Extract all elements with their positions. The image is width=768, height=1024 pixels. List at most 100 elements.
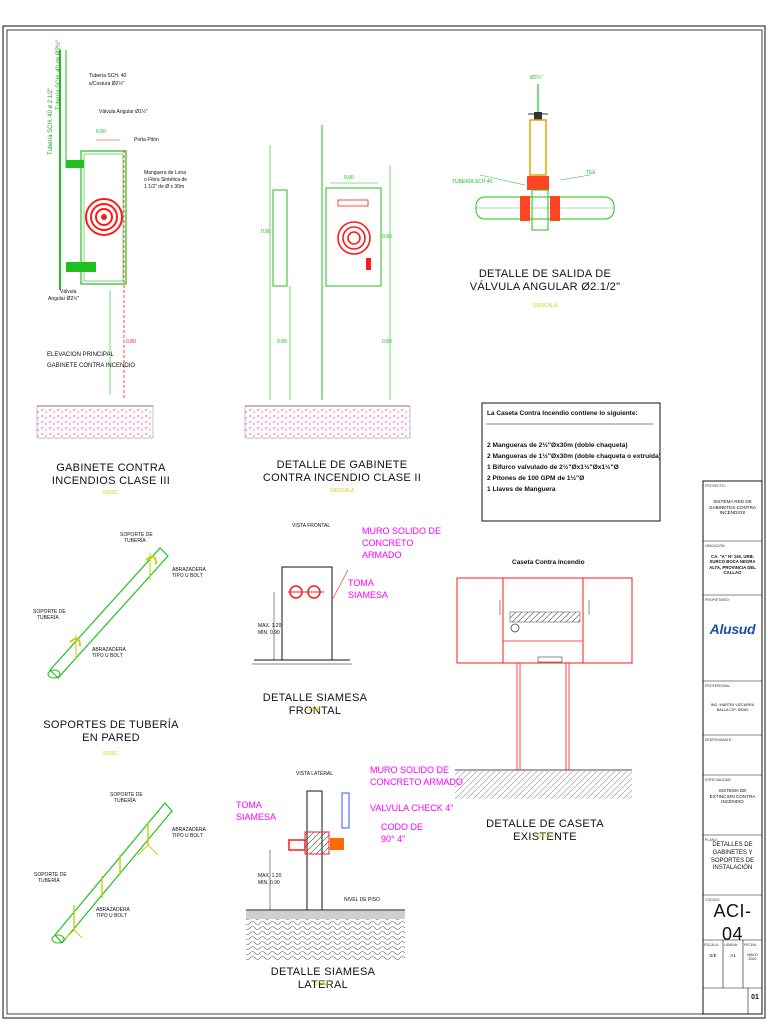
- tb-profesional-caption: PROFESIONAL:: [705, 684, 731, 688]
- scale-caseta: S/ESC.: [536, 833, 554, 839]
- title-siamesa-frontal: DETALLE SIAMESA FRONTAL: [262, 692, 368, 718]
- gabinete-ii-dim-c: 0.80: [344, 175, 354, 181]
- title-salida-line-2: VÁLVULA ANGULAR Ø2.1/2": [469, 281, 621, 294]
- scale-salida: S/ESCALA: [532, 303, 558, 309]
- elevacion-caption-1: ELEVACION PRINCIPAL: [47, 352, 114, 358]
- frontal-toma-label: TOMA SIAMESA: [348, 577, 388, 601]
- tb-propietario-caption: PROPIETARIO:: [705, 598, 730, 602]
- manguera-label-1: Manguera de Lona: [144, 170, 186, 176]
- dim-right-label: 0.80: [126, 339, 136, 345]
- caseta-notes-list: 2 Mangueras de 2½"Øx30m (doble chaqueta)…: [487, 440, 661, 495]
- lateral-codo-label: CODO DE 90° 4": [381, 821, 423, 845]
- gabinete-ii-dim-d: 0.80: [382, 234, 392, 240]
- frontal-toma-line-1: TOMA: [348, 578, 374, 588]
- soporte-2-label-b: TUBERÍA: [37, 615, 59, 621]
- caseta-notes-box: [481, 402, 661, 522]
- scale-gabinete-iii: S/ESC.: [102, 490, 120, 496]
- lateral-check-label: VALVULA CHECK 4": [370, 803, 454, 813]
- lateral-codo-line-2: 90° 4": [381, 834, 406, 845]
- frontal-muro-line-3: ARMADO: [362, 550, 402, 561]
- lateral-dim-min: MIN. 0.90: [258, 880, 280, 886]
- title-salida-line-1: DETALLE DE SALIDA DE: [478, 268, 612, 280]
- frontal-muro-label: MURO SOLIDO DE CONCRETO ARMADO: [362, 525, 441, 561]
- abrazadera-4-label-b: TIPO U BOLT: [96, 913, 127, 919]
- lateral-muro-label: MURO SOLIDO DE CONCRETO ARMADO: [370, 764, 463, 788]
- title-siamesa-lateral: DETALLE SIAMESA LATERAL: [270, 966, 376, 992]
- lateral-toma-label: TOMA SIAMESA: [236, 799, 276, 823]
- lateral-muro-line-1: MURO SOLIDO DE: [370, 765, 450, 775]
- title-soportes-line-1: SOPORTES DE TUBERÍA: [43, 719, 179, 731]
- tb-fecha-caption: FECHA:: [744, 943, 757, 947]
- elevacion-principal-drawing: [59, 50, 127, 400]
- lateral-dim-max: MAX. 1.20: [258, 873, 282, 879]
- abrazadera-1-label-b: TIPO U BOLT: [172, 573, 203, 579]
- elevacion-caption-2: GABINETE CONTRA INCENDIO: [47, 363, 136, 369]
- lateral-toma-line-1: TOMA: [236, 800, 262, 810]
- gabinete-ii-dim-e: 0.80: [382, 339, 392, 345]
- tuberia-vertical-label-b: Tubería SCH. 40 de Ø2½": [56, 40, 62, 110]
- tb-especialidad-caption: ESPECIALIDAD:: [705, 778, 732, 782]
- caseta-notes-header: La Caseta Contra Incendio contiene lo si…: [487, 410, 638, 417]
- frontal-dim-max: MAX. 1.20: [258, 623, 282, 629]
- soporte-3-label-a: SOPORTE DE: [110, 792, 143, 798]
- tuberia-vertical-label-a: Tubería SCH. 40 ø 2 1/2": [48, 87, 54, 155]
- manguera-label-3: 1 1/2" de Ø x 30m: [144, 184, 185, 190]
- tb-ubicacion-caption: UBICACIÓN:: [705, 544, 726, 548]
- tuberia-label-2: s/Costura Ø2½": [89, 81, 125, 87]
- soporte-3-label-b: TUBERÍA: [114, 798, 136, 804]
- title-soportes-line-2: EN PARED: [82, 732, 140, 745]
- title-gabinete-clase-ii: DETALLE DE GABINETE CONTRA INCENDIO CLAS…: [262, 459, 422, 485]
- soportes-pipe-1-drawing: [47, 547, 169, 679]
- soporte-4-label-a: SOPORTE DE: [34, 872, 67, 878]
- valvula-bottom-label-2: Angular Ø2½": [48, 296, 80, 302]
- dim-top-label: 0.80: [96, 129, 106, 135]
- tb-plano-caption: PLANO:: [705, 838, 718, 842]
- title-gabinete-ii-line-2: CONTRA INCENDIO CLASE II: [262, 472, 422, 485]
- abrazadera-3-label-b: TIPO U BOLT: [172, 833, 203, 839]
- tb-especialidad: SISTEMA DE EXTINCION CONTRA INCENDIO: [709, 788, 756, 805]
- title-gabinete-iii-line-2: INCENDIOS CLASE III: [51, 475, 171, 488]
- soporte-1-label-b: TUBERÍA: [124, 538, 146, 544]
- soporte-1-label-a: SOPORTE DE: [120, 532, 153, 538]
- abrazadera-2-label-b: TIPO U BOLT: [92, 653, 123, 659]
- manguera-label-2: o Fibra Sintética de: [144, 177, 188, 183]
- tb-hoja: 01: [751, 994, 759, 1001]
- tb-escala-caption: ESCALA:: [704, 943, 719, 947]
- title-salida-valvula: DETALLE DE SALIDA DE VÁLVULA ANGULAR Ø2.…: [460, 268, 630, 294]
- ground-slab-mid: [244, 405, 411, 439]
- abrazadera-3-label-a: ABRAZADERA: [172, 827, 206, 833]
- lateral-codo-line-1: CODO DE: [381, 822, 424, 832]
- tb-codigo: ACI-04: [713, 901, 752, 944]
- ground-slab-left: [36, 405, 154, 439]
- caseta-note-item: 2 Mangueras de 2½"Øx30m (doble chaqueta): [487, 442, 628, 449]
- soportes-pipe-2-drawing: [51, 802, 173, 944]
- tb-lamina-caption: LÁMINA:: [724, 943, 739, 947]
- abrazadera-4-label-a: ABRAZADERA: [96, 907, 130, 913]
- vista-frontal-label: VISTA FRONTAL: [292, 523, 331, 529]
- caseta-note-item: 2 Pitones de 100 GPM de 1½"Ø: [487, 475, 585, 482]
- sheet-outer-border: [2, 25, 766, 1019]
- caseta-note-item: 1 Llaves de Manguera: [487, 486, 556, 493]
- scale-siamesa-lateral: S/ESC.: [314, 981, 332, 987]
- scale-gabinete-ii: S/ESCALA: [329, 488, 355, 494]
- lateral-toma-line-2: SIAMESA: [236, 812, 277, 823]
- tuberia-label-1: Tubería SCH. 40: [89, 73, 127, 79]
- lateral-muro-line-2: CONCRETO ARMADO: [370, 777, 463, 788]
- tb-profesional: ING. MARTÍN VIZCARRA BALLA CIP: 65260: [710, 703, 755, 712]
- salida-right-label: TEE: [586, 170, 596, 176]
- title-gabinete-clase-iii: GABINETE CONTRA INCENDIOS CLASE III: [36, 462, 186, 488]
- tb-responsable-caption: RESPONSABLE:: [705, 738, 733, 742]
- porta-piton-label: Porta Pitón: [134, 137, 159, 143]
- soporte-2-label-a: SOPORTE DE: [33, 609, 66, 615]
- caseta-existente-drawing: [455, 577, 633, 799]
- frontal-muro-line-2: CONCRETO: [362, 538, 414, 549]
- caseta-note-item: 1 Bifurco valvulado de 2½"Øx1½"Øx1½"Ø: [487, 464, 619, 471]
- gabinete-clase-ii-drawing: [269, 125, 391, 400]
- caseta-note-item: 2 Mangueras de 1½"Øx30m (doble chaqueta …: [487, 453, 661, 460]
- frontal-toma-line-2: SIAMESA: [348, 590, 389, 601]
- soporte-4-label-b: TUBERÍA: [38, 878, 60, 884]
- valvula-angular-label: Válvula Angular Ø1½": [99, 109, 148, 115]
- gabinete-ii-dim-b: 0.80: [277, 339, 287, 345]
